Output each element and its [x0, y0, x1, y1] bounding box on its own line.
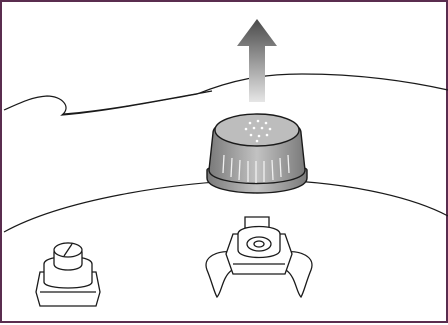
locking-pin-icon — [206, 217, 312, 297]
arrow-up-icon — [237, 19, 277, 102]
pressure-valve-base-icon — [36, 243, 100, 306]
float-valve-cap-icon — [207, 114, 307, 193]
